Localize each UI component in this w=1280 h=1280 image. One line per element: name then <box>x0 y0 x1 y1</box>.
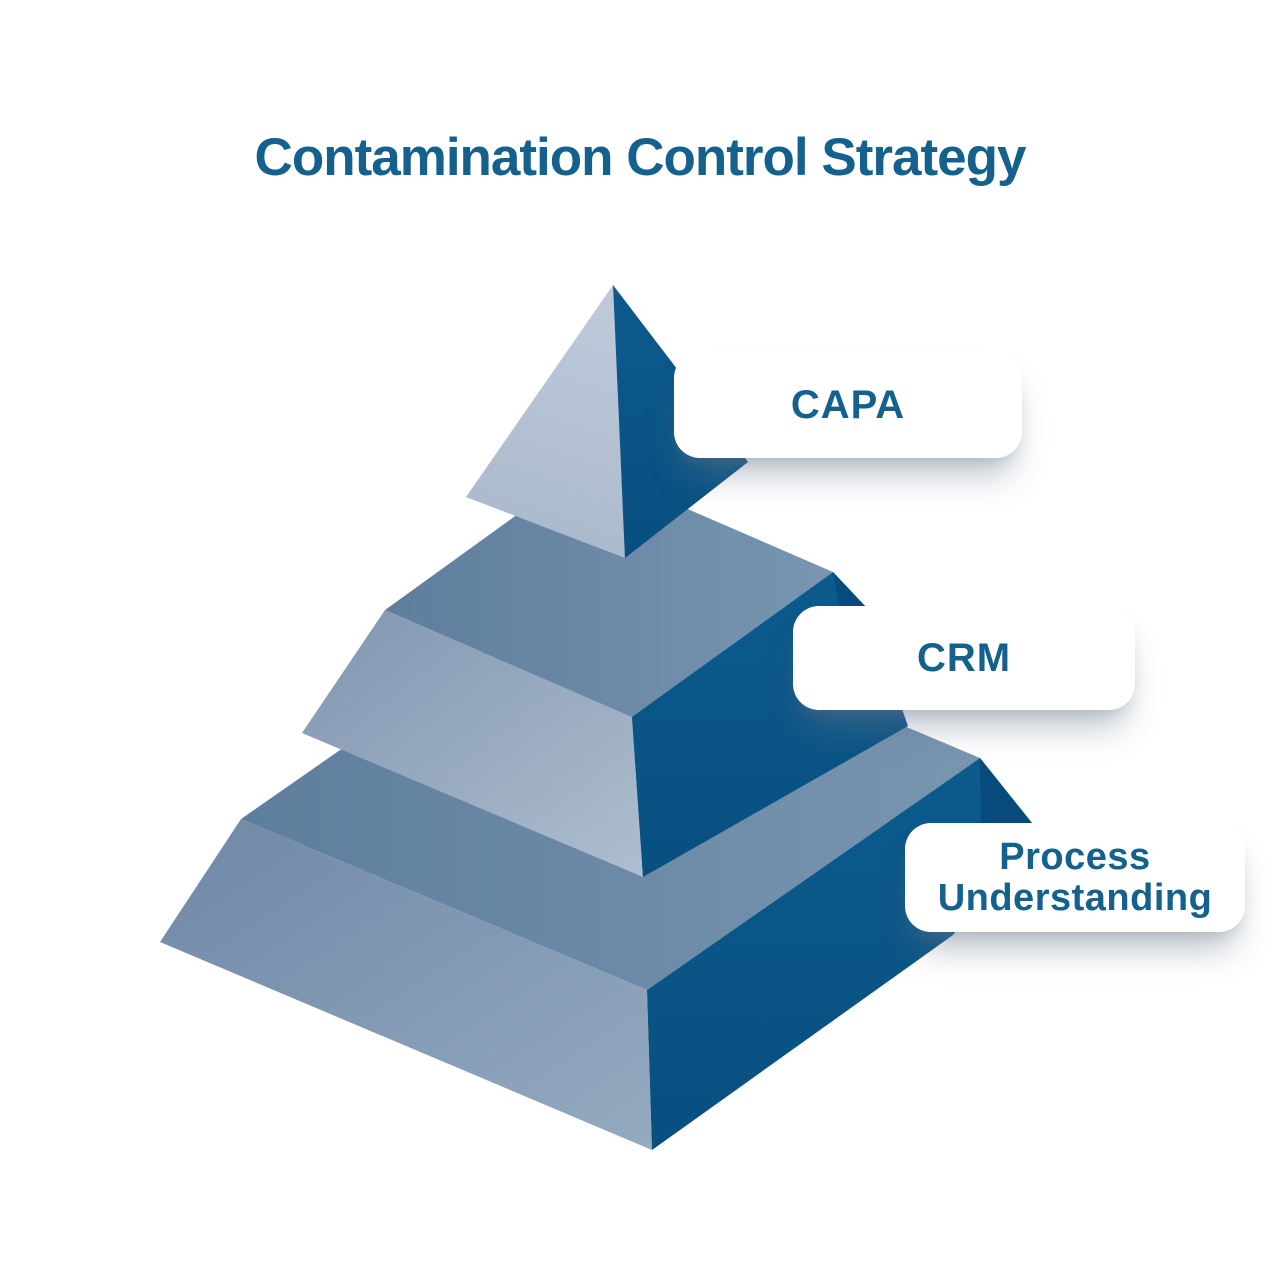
label-card-capa: CAPA <box>674 352 1022 458</box>
label-card-crm: CRM <box>793 606 1135 710</box>
tier-middle-top-face <box>385 465 833 717</box>
page-title: Contamination Control Strategy <box>254 128 1027 187</box>
label-crm-text: CRM <box>916 635 1012 680</box>
label-process-understanding-text: Process Understanding <box>937 836 1213 919</box>
label-card-process-understanding: Process Understanding <box>905 823 1245 932</box>
tier-top-left-face <box>466 285 625 558</box>
tier-middle-left-face <box>302 610 643 877</box>
tier-bottom-left-face <box>160 819 652 1150</box>
tier-middle-fold-accent <box>833 572 866 610</box>
tier-bottom-fold-accent <box>980 758 1032 827</box>
label-capa-text: CAPA <box>790 382 906 427</box>
